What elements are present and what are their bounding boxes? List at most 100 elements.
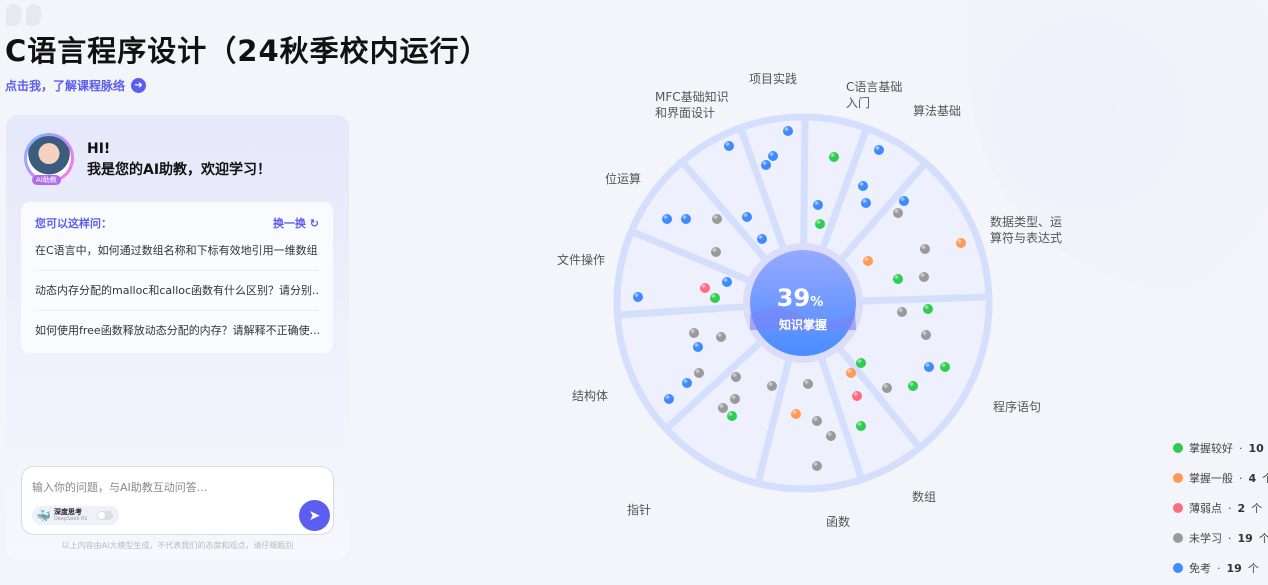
- category-label[interactable]: 位运算: [605, 172, 642, 186]
- legend-dot: [1173, 503, 1183, 513]
- knowledge-point-shine: [681, 214, 691, 224]
- knowledge-point-shine: [718, 403, 728, 413]
- legend-label: 薄弱点: [1189, 502, 1222, 515]
- legend-unit: 个: [1262, 472, 1268, 485]
- suggestions-card: 您可以这样问：换一换 ↻ 在C语言中，如何通过数组名称和下标有效地引用一维数组.…: [21, 202, 333, 353]
- knowledge-point-shine: [863, 256, 873, 266]
- legend-item-good[interactable]: 掌握较好·10个: [1173, 433, 1268, 463]
- greeting-hi: HI!: [87, 141, 111, 157]
- knowledge-point-shine: [803, 379, 813, 389]
- category-label[interactable]: 指针: [627, 503, 652, 517]
- knowledge-point-shine: [712, 214, 722, 224]
- knowledge-point-shine: [716, 332, 726, 342]
- avatar-tag: AI助教: [32, 175, 61, 185]
- sector-divider: [679, 159, 770, 264]
- category-label[interactable]: 结构体: [572, 389, 609, 403]
- knowledge-point-shine: [813, 200, 823, 210]
- deep-think-model: DeepSeek R1: [53, 515, 88, 522]
- knowledge-point-shine: [856, 358, 866, 368]
- knowledge-point-shine: [899, 196, 909, 206]
- knowledge-point-shine: [897, 307, 907, 317]
- suggested-question[interactable]: 动态内存分配的malloc和calloc函数有什么区别？请分别...: [35, 271, 319, 311]
- sector-divider: [800, 116, 809, 249]
- course-outline-link-label: 点击我，了解课程脉络: [5, 79, 126, 93]
- sector-divider: [663, 337, 765, 432]
- avatar: AI助教: [24, 133, 74, 185]
- knowledge-point-shine: [846, 368, 856, 378]
- refresh-button[interactable]: 换一换 ↻: [273, 215, 319, 231]
- knowledge-point-shine: [908, 381, 918, 391]
- knowledge-point-shine: [722, 277, 732, 287]
- knowledge-point-shine: [921, 330, 931, 340]
- send-icon: ➤: [308, 507, 321, 524]
- category-label[interactable]: 数组: [912, 490, 937, 504]
- category-label[interactable]: 文件操作: [557, 253, 606, 267]
- category-label[interactable]: C语言基础入门: [846, 80, 903, 110]
- knowledge-point-shine: [956, 238, 966, 248]
- ai-assistant-panel: AI助教 HI!我是您的AI助教，欢迎学习！ 您可以这样问：换一换 ↻ 在C语言…: [6, 115, 349, 560]
- knowledge-point-shine: [858, 181, 868, 191]
- knowledge-point-shine: [710, 293, 720, 303]
- knowledge-point-shine: [724, 141, 734, 151]
- suggested-question[interactable]: 在C语言中，如何通过数组名称和下标有效地引用一维数组...: [35, 231, 319, 271]
- suggested-question[interactable]: 如何使用free函数释放动态分配的内存？请解释不正确使...: [35, 324, 319, 337]
- course-outline-link[interactable]: 点击我，了解课程脉络➜: [5, 77, 147, 94]
- legend-unit: 个: [1251, 502, 1263, 515]
- knowledge-point-shine: [768, 151, 778, 161]
- legend-count: 19: [1237, 531, 1253, 545]
- input-placeholder: 输入你的问题，与AI助教互动问答...: [32, 481, 208, 494]
- knowledge-point-shine: [730, 394, 740, 404]
- knowledge-point-shine: [694, 368, 704, 378]
- knowledge-point-shine: [893, 274, 903, 284]
- sector-divider: [737, 126, 788, 253]
- center-wave: [750, 307, 856, 330]
- deep-think-label: 深度思考: [53, 507, 82, 516]
- category-label[interactable]: 算法基础: [913, 104, 962, 118]
- center-label: 知识掌握: [778, 317, 827, 332]
- knowledge-point-shine: [711, 247, 721, 257]
- legend-label: 掌握较好: [1189, 442, 1233, 455]
- knowledge-point-shine: [852, 391, 862, 401]
- disclaimer: 以上内容由AI大模型生成，不代表我们的态度和观点，请仔细甄别: [61, 541, 294, 550]
- legend-dot: [1173, 563, 1183, 573]
- knowledge-point-shine: [826, 431, 836, 441]
- refresh-label: 换一换: [272, 217, 306, 230]
- legend-unit: 个: [1258, 532, 1268, 545]
- toggle-switch[interactable]: [96, 511, 113, 520]
- sector-divider: [836, 160, 929, 264]
- knowledge-point-shine: [689, 328, 699, 338]
- knowledge-point-shine: [920, 244, 930, 254]
- category-label[interactable]: 项目实践: [749, 72, 798, 86]
- category-label[interactable]: 函数: [826, 515, 851, 529]
- legend: 掌握较好·10个 掌握一般·4个 薄弱点·2个 未学习·19个 免考·19个: [1173, 433, 1268, 583]
- knowledge-point-shine: [662, 214, 672, 224]
- legend-label: 未学习: [1189, 532, 1222, 545]
- legend-count: 19: [1226, 561, 1242, 575]
- refresh-icon: ↻: [309, 217, 319, 230]
- knowledge-point-shine: [757, 234, 767, 244]
- knowledge-point-shine: [924, 362, 934, 372]
- knowledge-point-shine: [815, 219, 825, 229]
- legend-count: 10: [1248, 441, 1264, 455]
- knowledge-point-shine: [861, 198, 871, 208]
- category-label[interactable]: MFC基础知识和界面设计: [655, 90, 729, 120]
- knowledge-point-shine: [693, 342, 703, 352]
- knowledge-point-shine: [727, 411, 737, 421]
- send-button[interactable]: ➤: [299, 500, 330, 531]
- legend-dot: [1173, 443, 1183, 453]
- knowledge-point-shine: [893, 208, 903, 218]
- category-label[interactable]: 程序语句: [993, 400, 1042, 414]
- legend-unit: 个: [1247, 562, 1259, 575]
- knowledge-point-shine: [940, 362, 950, 372]
- legend-dot: [1173, 473, 1183, 483]
- sector-divider: [630, 228, 754, 286]
- category-label[interactable]: 数据类型、运算符与表达式: [990, 215, 1063, 245]
- legend-label: 免考: [1189, 562, 1211, 575]
- knowledge-point-shine: [882, 383, 892, 393]
